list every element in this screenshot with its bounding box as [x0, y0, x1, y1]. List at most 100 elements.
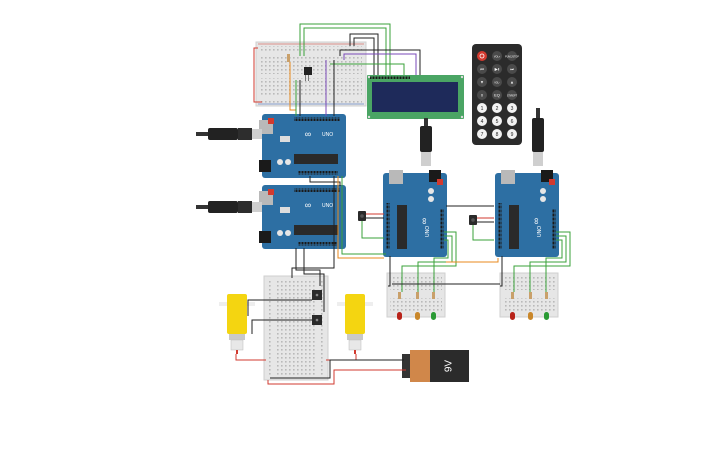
- usb-cable-4[interactable]: [532, 108, 544, 166]
- board-label: UNO: [537, 226, 543, 237]
- lcd-display[interactable]: [367, 75, 464, 119]
- remote-button-label: ▲: [510, 80, 514, 85]
- board-label: UNO: [322, 203, 333, 209]
- reset-button[interactable]: [549, 179, 555, 185]
- usb-cable-3[interactable]: [420, 118, 432, 166]
- analog-header[interactable]: [440, 209, 444, 249]
- remote-button-row2-0[interactable]: [477, 64, 487, 74]
- crystal: [280, 136, 290, 142]
- reset-button[interactable]: [437, 179, 443, 185]
- capacitor: [285, 159, 291, 165]
- remote-digit-label: 1: [481, 106, 484, 112]
- capacitor: [428, 196, 434, 202]
- remote-button-row4-0[interactable]: [477, 90, 487, 100]
- power-icon: [479, 53, 485, 59]
- remote-button-label: ⏭: [510, 67, 514, 72]
- arduino-logo-icon: ∞: [305, 129, 311, 139]
- remote-digit-label: 5: [496, 119, 499, 125]
- capacitor: [277, 159, 283, 165]
- usb-port[interactable]: [501, 170, 515, 184]
- digital-header[interactable]: [294, 188, 340, 192]
- led-orange-1[interactable]: [415, 312, 420, 320]
- usb-cable-1[interactable]: [196, 128, 262, 140]
- remote-button-label: ▼: [480, 80, 484, 85]
- arduino-uno-2[interactable]: ∞ UNO: [259, 185, 346, 249]
- analog-header[interactable]: [298, 242, 338, 246]
- reset-button[interactable]: [268, 118, 274, 124]
- remote-button-label: VOL+: [494, 56, 501, 59]
- dc-motor-left[interactable]: [219, 294, 255, 354]
- analog-header[interactable]: [552, 209, 556, 249]
- battery-label: 9V: [444, 360, 455, 373]
- remote-button-row3-0[interactable]: [477, 77, 487, 87]
- led-red-1[interactable]: [397, 312, 402, 320]
- ir-receiver[interactable]: [304, 67, 312, 81]
- digital-header[interactable]: [386, 203, 390, 249]
- remote-digit-button-8[interactable]: [492, 129, 502, 139]
- breadboard-leds-1[interactable]: [386, 272, 446, 318]
- remote-digit-button-1[interactable]: [477, 103, 487, 113]
- remote-button-row4-1[interactable]: [492, 90, 502, 100]
- led-green-1[interactable]: [431, 312, 436, 320]
- wires: [235, 23, 571, 385]
- digital-header[interactable]: [294, 117, 340, 121]
- remote-digit-label: 6: [511, 119, 514, 125]
- led-red-2[interactable]: [510, 312, 515, 320]
- board-label: UNO: [425, 226, 431, 237]
- motor-driver-chip-2[interactable]: [312, 315, 322, 325]
- remote-digit-button-3[interactable]: [507, 103, 517, 113]
- led-orange-2[interactable]: [528, 312, 533, 320]
- remote-digit-button-9[interactable]: [507, 129, 517, 139]
- remote-digit-label: 3: [511, 106, 514, 112]
- ir-sensor-left[interactable]: [358, 211, 366, 221]
- arduino-uno-1[interactable]: ∞UNO: [259, 114, 346, 178]
- remote-button-label: ⏮: [480, 67, 484, 72]
- remote-button-row2-1[interactable]: [492, 64, 502, 74]
- remote-digit-button-6[interactable]: [507, 116, 517, 126]
- remote-button-label: 0: [481, 93, 484, 98]
- remote-digit-label: 4: [481, 119, 484, 125]
- battery-9v[interactable]: 9V: [402, 350, 469, 382]
- usb-cable-2[interactable]: [196, 201, 262, 213]
- remote-digit-button-5[interactable]: [492, 116, 502, 126]
- remote-button-row2-2[interactable]: [507, 64, 517, 74]
- remote-button-row4-2[interactable]: [507, 90, 517, 100]
- remote-button-label: FUNC/STOP: [505, 56, 519, 59]
- usb-port[interactable]: [389, 170, 403, 184]
- motor-driver-chip-1[interactable]: [312, 290, 322, 300]
- resistor-top[interactable]: [287, 54, 290, 62]
- breadboard-motor[interactable]: [263, 275, 329, 381]
- arduino-uno-4[interactable]: ∞UNO: [495, 170, 559, 257]
- power-jack[interactable]: [259, 231, 271, 243]
- arduino-logo-icon: ∞: [305, 200, 311, 210]
- remote-button-row3-1[interactable]: [492, 77, 502, 87]
- remote-button-row3-2[interactable]: [507, 77, 517, 87]
- power-jack[interactable]: [259, 160, 271, 172]
- remote-digit-label: 9: [511, 132, 514, 138]
- remote-power-button[interactable]: [477, 51, 487, 61]
- capacitor: [277, 230, 283, 236]
- board-pcb: [262, 185, 346, 249]
- arduino-uno-3[interactable]: ∞ UNO: [383, 170, 447, 257]
- microcontroller-chip: [294, 225, 338, 235]
- capacitor: [285, 230, 291, 236]
- remote-digit-button-4[interactable]: [477, 116, 487, 126]
- remote-digit-button-7[interactable]: [477, 129, 487, 139]
- remote-button-top-2[interactable]: [507, 51, 517, 61]
- digital-header[interactable]: [498, 203, 502, 249]
- ir-sensor-right[interactable]: [469, 215, 477, 225]
- remote-button-label: EQ: [494, 93, 500, 98]
- arduino-logo-icon: ∞: [419, 218, 429, 224]
- remote-digit-button-2[interactable]: [492, 103, 502, 113]
- reset-button[interactable]: [268, 189, 274, 195]
- led-green-2[interactable]: [544, 312, 549, 320]
- dc-motor-right[interactable]: [337, 294, 373, 354]
- remote-button-top-1[interactable]: [492, 51, 502, 61]
- microcontroller-chip: [397, 205, 407, 249]
- breadboard-top[interactable]: [255, 41, 367, 107]
- remote-button-label: ▶‖: [495, 67, 500, 72]
- analog-header[interactable]: [298, 171, 338, 175]
